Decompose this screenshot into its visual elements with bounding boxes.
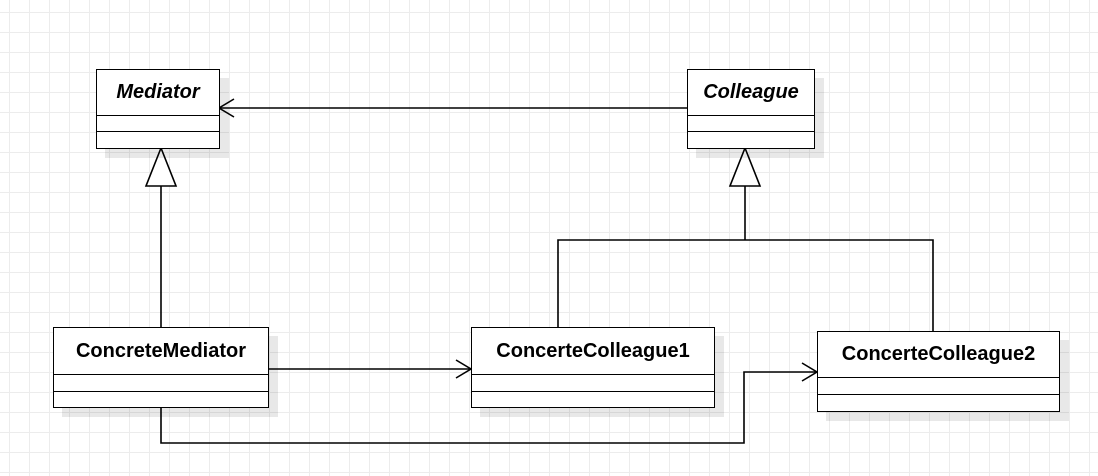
operation-compartment [54,392,268,406]
operation-compartment [472,392,714,406]
attribute-compartment [688,116,814,132]
generalization-arrowhead [144,145,178,187]
class-concrete-colleague1[interactable]: ConcerteColleague1 [471,327,715,408]
class-concrete-mediator[interactable]: ConcreteMediator [53,327,269,408]
operation-compartment [818,395,1059,410]
class-name: Colleague [688,70,814,116]
operation-compartment [688,132,814,147]
class-concrete-colleague2[interactable]: ConcerteColleague2 [817,331,1060,412]
class-mediator[interactable]: Mediator [96,69,220,149]
class-colleague[interactable]: Colleague [687,69,815,149]
operation-compartment [97,132,219,147]
generalization-line[interactable] [557,239,934,331]
class-name: ConcreteMediator [54,328,268,375]
attribute-compartment [818,378,1059,395]
class-name: ConcerteColleague1 [472,328,714,375]
association-line[interactable] [160,371,817,444]
attribute-compartment [472,375,714,392]
attribute-compartment [97,116,219,132]
class-name: Mediator [97,70,219,116]
class-name: ConcerteColleague2 [818,332,1059,378]
generalization-arrowhead [728,145,762,187]
attribute-compartment [54,375,268,392]
